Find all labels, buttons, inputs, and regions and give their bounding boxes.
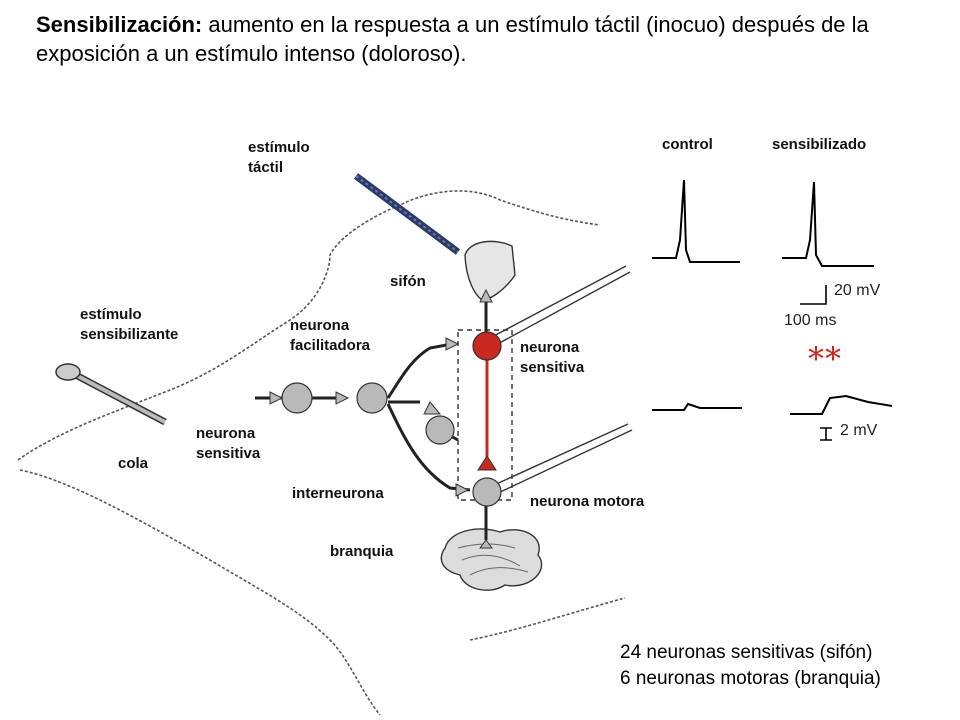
neuron-count-note: 24 neuronas sensitivas (sifón) 6 neurona… [620,640,881,692]
gill [440,528,543,591]
circuit-wiring [255,300,488,540]
label-sifon: sifón [390,273,426,290]
label-neurona-facilitadora: neurona facilitadora [290,317,371,354]
label-estimulo-sensibilizante: estímulo sensibilizante [80,306,179,343]
tail-sensory-neuron [281,382,313,414]
label-neurona-sensitiva-sifon: neurona sensitiva [520,339,585,376]
motor-response-traces [652,394,893,415]
label-neurona-motora: neurona motora [530,493,645,510]
scale-2mv: 2 mV [840,422,878,439]
motor-neuron [472,477,502,507]
label-neurona-sensitiva-cola: neurona sensitiva [196,425,261,462]
motor-recording-electrode [491,423,633,495]
sensitizing-stimulator-probe [55,363,167,426]
title-definition: aumento en la respuesta a un estímulo tá… [36,12,869,66]
siphon [464,240,516,301]
synaptic-terminals [269,288,493,549]
label-cola: cola [118,455,149,472]
title-term: Sensibilización: [36,12,203,37]
siphon-sensory-neuron [472,331,502,361]
significance-stars: ** [808,340,842,378]
scale-bars [800,285,832,441]
label-sensibilizado: sensibilizado [772,136,867,153]
note-motor-count: 6 neuronas motoras (branquia) [620,668,881,689]
sensory-recording-electrode [489,265,631,347]
page-title: Sensibilización: aumento en la respuesta… [36,10,936,68]
aplysia-body-outline [17,190,626,716]
note-sensory-count: 24 neuronas sensitivas (sifón) [620,642,873,663]
scale-20mv: 20 mV [834,282,881,299]
scale-100ms: 100 ms [784,312,837,329]
tactile-stimulator-probe [353,173,461,255]
facilitatory-neuron [356,382,388,414]
label-estimulo-tactil: estímulo táctil [248,139,310,176]
label-control: control [662,136,713,153]
sensory-terminal [477,455,497,471]
action-potential-traces [652,179,874,267]
label-interneurona: interneurona [292,485,384,502]
label-branquia: branquia [330,543,394,560]
interneuron [425,415,455,445]
